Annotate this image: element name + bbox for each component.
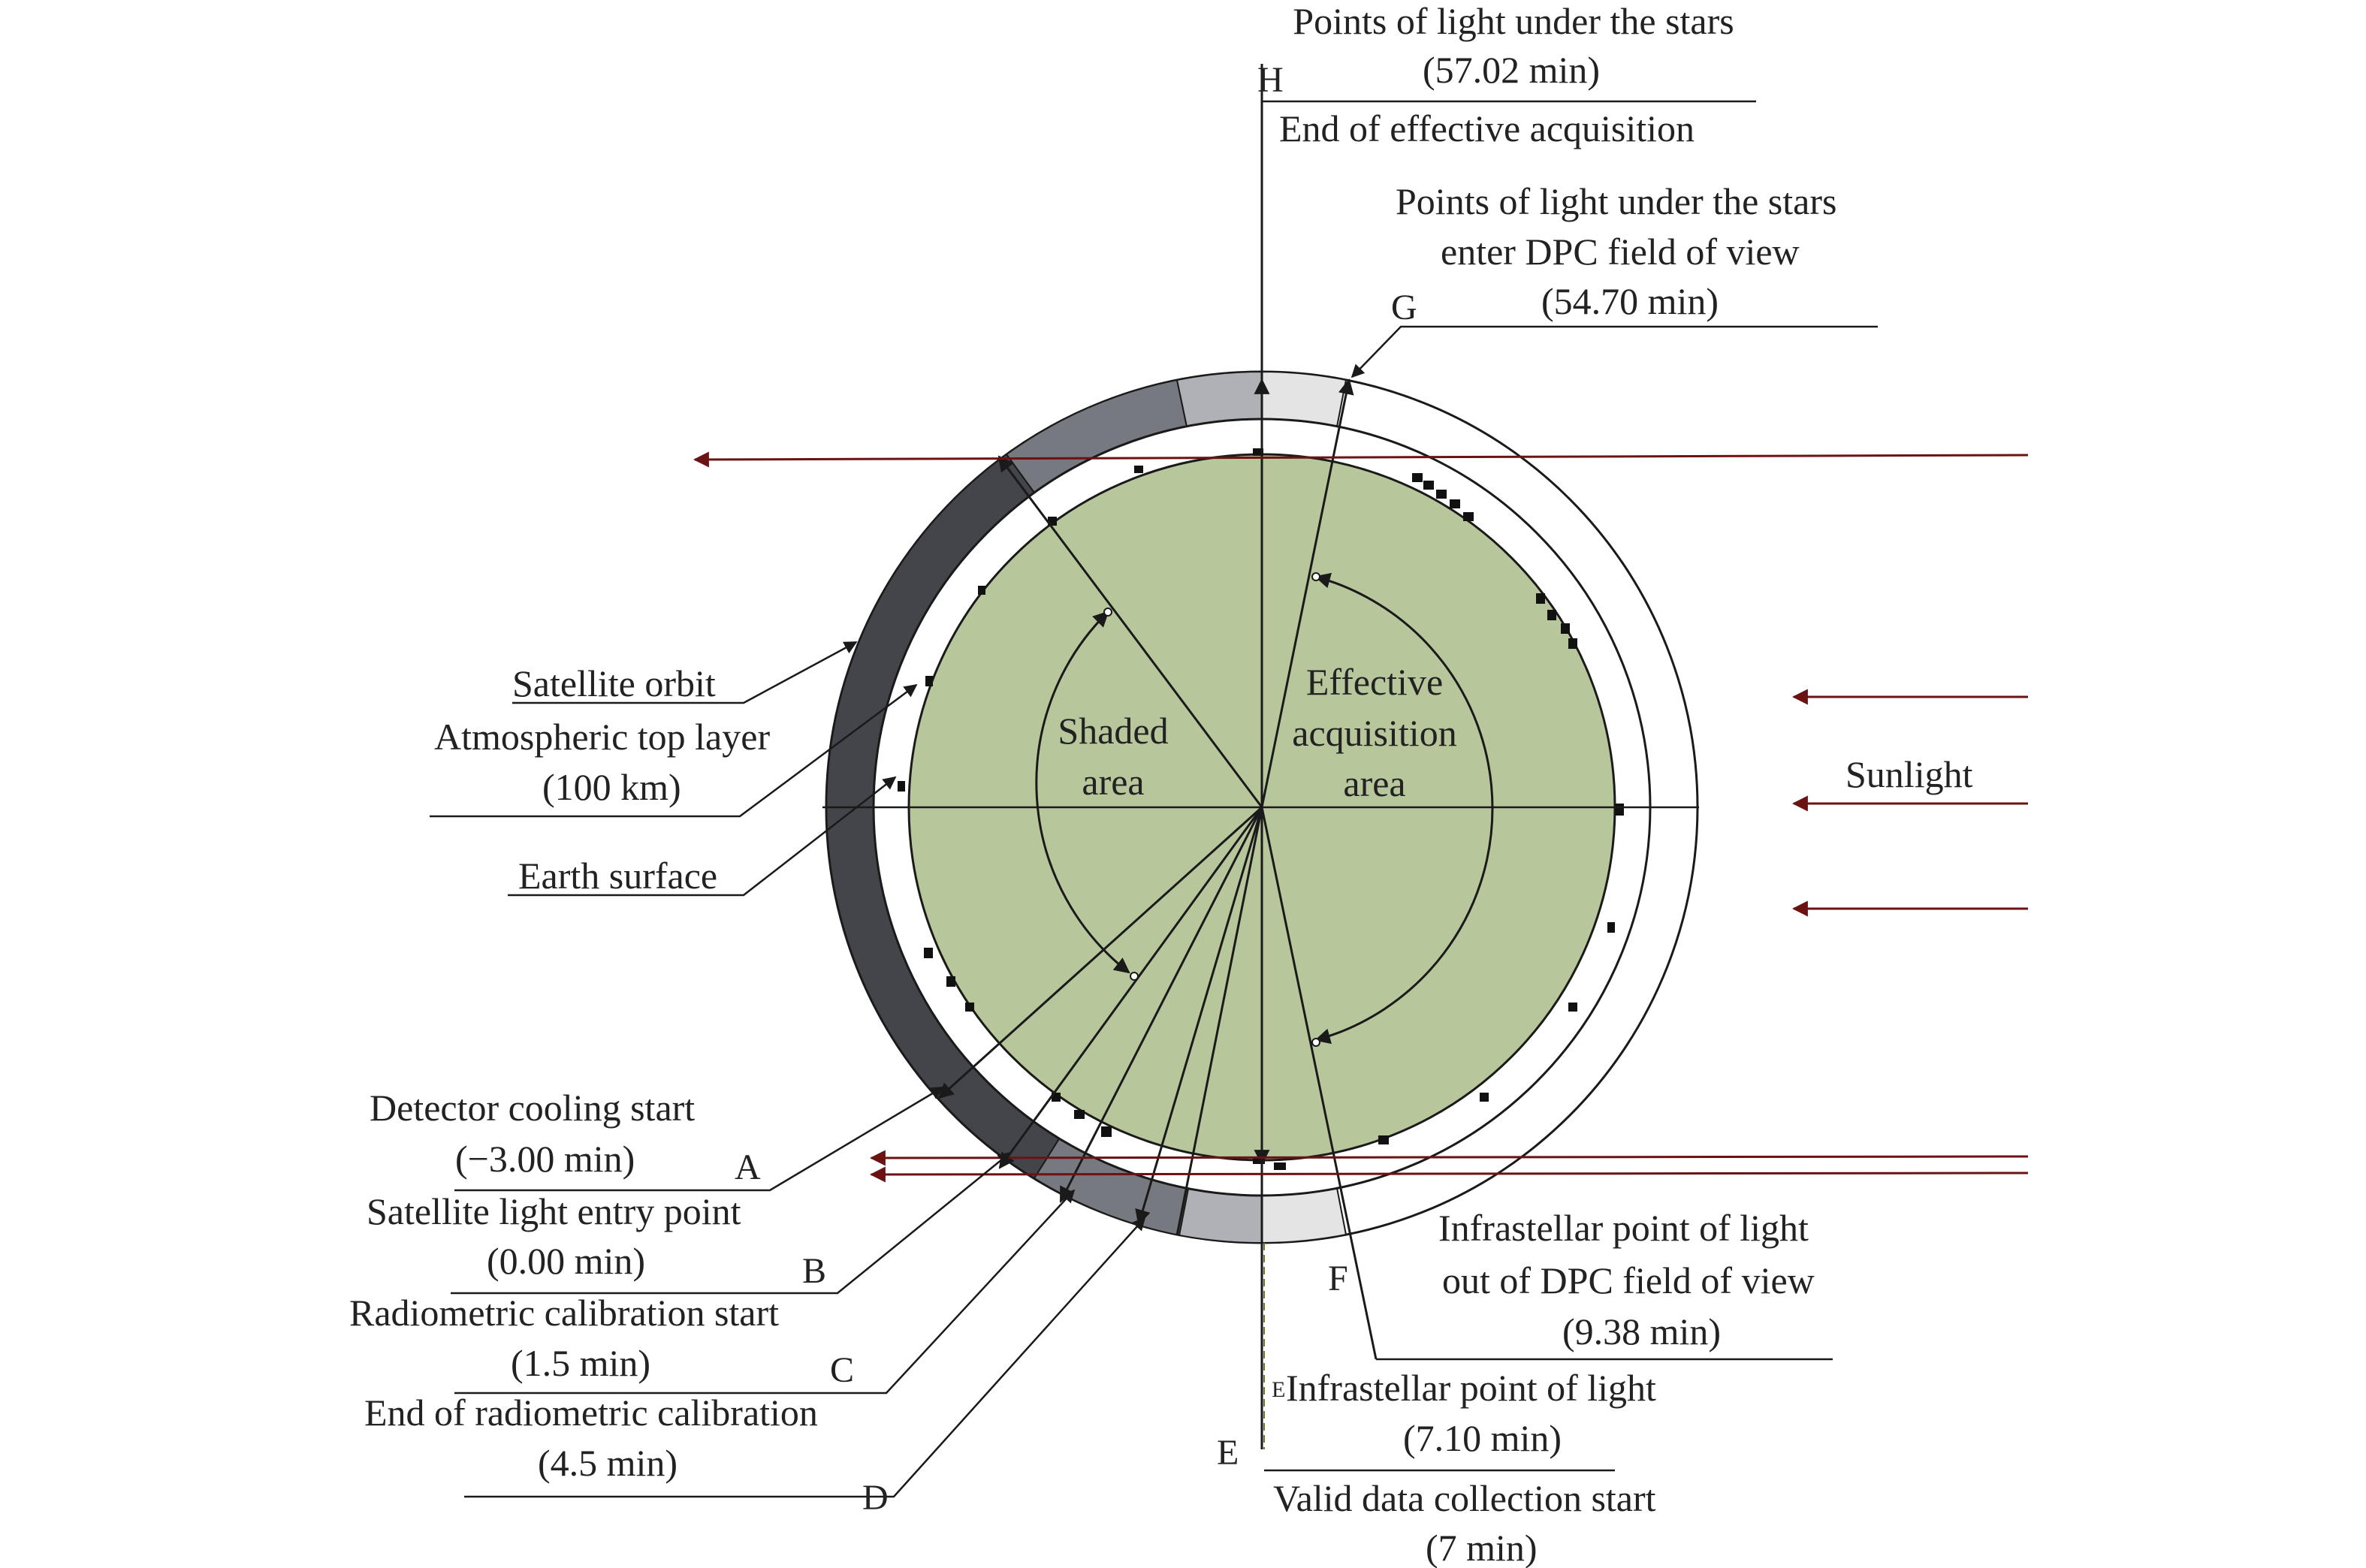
orbit-segment-light-bottom	[1178, 1187, 1263, 1244]
event-F-letter: F	[1328, 1259, 1348, 1298]
sunlight-ray-bottom-2	[869, 1166, 2029, 1183]
event-B-time: (0.00 min)	[487, 1240, 645, 1282]
event-B-letter: B	[802, 1251, 826, 1291]
event-leaders-left	[451, 1086, 1146, 1498]
event-E-time-below: (7 min)	[1426, 1527, 1538, 1568]
event-E-time-above: (7.10 min)	[1403, 1417, 1562, 1459]
shaded-area-label-line2: area	[1082, 761, 1144, 803]
event-G-label-line2: enter DPC field of view	[1441, 231, 1800, 273]
event-H-label-above: Points of light under the stars	[1293, 0, 1734, 42]
event-E-letter: E	[1217, 1433, 1239, 1473]
event-B-label: Satellite light entry point	[367, 1190, 741, 1232]
radial-B	[998, 807, 1263, 1169]
effective-area-arc	[1314, 572, 1494, 1045]
atmospheric-top-height: (100 km)	[542, 766, 681, 808]
event-H-label-below: End of effective acquisition	[1279, 107, 1695, 149]
shaded-area-arc	[1035, 611, 1130, 974]
satellite-orbit-label: Satellite orbit	[512, 662, 716, 704]
radial-D	[1135, 807, 1263, 1226]
effective-arc-start-dot	[1311, 572, 1320, 581]
event-A-label: Detector cooling start	[370, 1087, 695, 1129]
event-H-time-above: (57.02 min)	[1423, 49, 1600, 91]
event-G-letter: G	[1391, 288, 1417, 327]
layer-leaders	[430, 641, 918, 897]
shaded-arc-start-dot	[1103, 608, 1112, 617]
event-D-letter: D	[862, 1478, 889, 1518]
radial-G	[1260, 378, 1354, 808]
event-E-label-below: Valid data collection start	[1273, 1477, 1656, 1519]
shaded-area-label-line1: Shaded	[1058, 710, 1168, 752]
event-F-time: (9.38 min)	[1562, 1310, 1721, 1352]
earth-surface-label: Earth surface	[518, 855, 717, 897]
radial-D-extension	[1175, 807, 1263, 1236]
event-F-label-line2: out of DPC field of view	[1442, 1259, 1815, 1301]
event-D-label: End of radiometric calibration	[364, 1392, 818, 1434]
sunlight-label: Sunlight	[1845, 753, 1973, 795]
event-D-time: (4.5 min)	[538, 1442, 678, 1484]
event-F-label-line1: Infrastellar point of light	[1438, 1207, 1809, 1249]
radial-C	[1059, 807, 1263, 1203]
event-C-letter: C	[830, 1350, 854, 1390]
event-H-letter: H	[1257, 60, 1284, 100]
event-A-time: (−3.00 min)	[455, 1138, 635, 1180]
event-C-label: Radiometric calibration start	[349, 1292, 779, 1334]
effective-area-label-line2: acquisition	[1292, 712, 1456, 754]
sunlight-ray-bottom-1	[869, 1150, 2029, 1166]
event-G-label-line1: Points of light under the stars	[1396, 180, 1836, 222]
shaded-arc-end-dot	[1130, 972, 1139, 981]
radial-shaded-top	[997, 455, 1263, 808]
event-G-leader	[1350, 325, 1878, 378]
event-C-time: (1.5 min)	[511, 1342, 650, 1384]
sunlight-ray-top	[693, 451, 2029, 468]
effective-area-label-line1: Effective	[1306, 661, 1443, 703]
event-G-time: (54.70 min)	[1541, 280, 1719, 322]
atmospheric-top-label: Atmospheric top layer	[434, 716, 770, 758]
event-E-small-letter: E	[1272, 1377, 1285, 1402]
radial-F	[1260, 807, 1378, 1360]
event-A-letter: A	[735, 1147, 761, 1187]
effective-area-label-line3: area	[1343, 762, 1405, 804]
effective-arc-end-dot	[1311, 1038, 1320, 1047]
event-E-label-above: Infrastellar point of light	[1286, 1367, 1656, 1409]
sunlight-rays	[693, 451, 2029, 1183]
